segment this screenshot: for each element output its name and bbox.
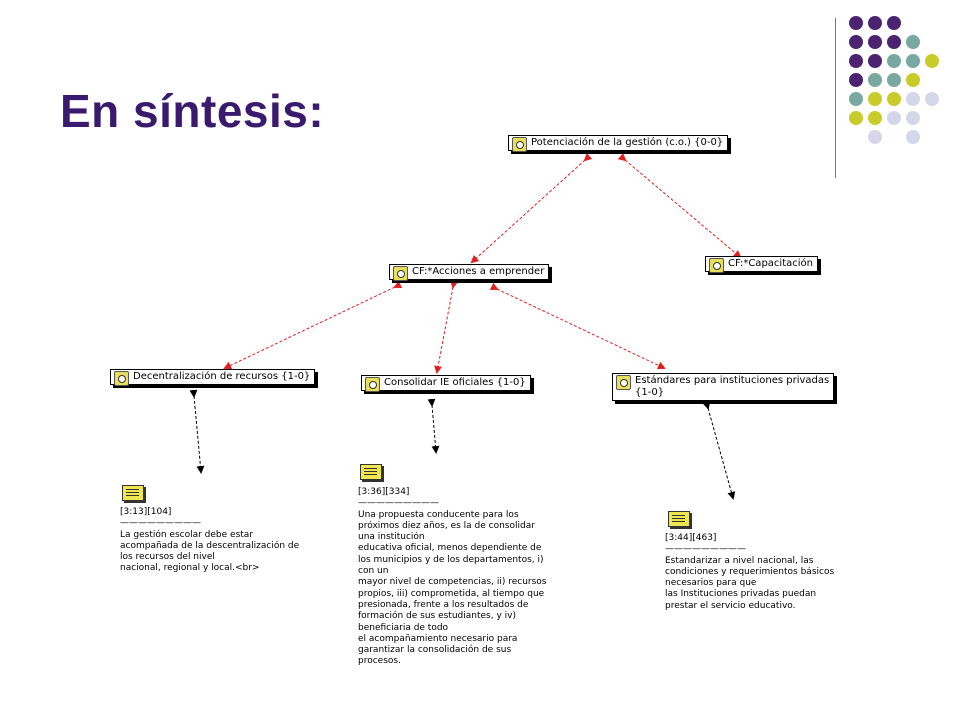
- code-icon: [512, 137, 527, 152]
- decorative-dot: [906, 54, 920, 68]
- decorative-dot: [906, 130, 920, 144]
- decorative-dot: [849, 35, 863, 49]
- decorative-dot: [868, 92, 882, 106]
- decorative-dot: [906, 73, 920, 87]
- node-acciones[interactable]: CF:*Acciones a emprender: [389, 264, 550, 281]
- node-label: Consolidar IE oficiales {1-0}: [384, 377, 526, 388]
- decorative-dot: [887, 73, 901, 87]
- page-title: En síntesis:: [60, 85, 325, 137]
- node-label: Decentralización de recursos {1-0}: [133, 371, 311, 382]
- memo-text-3: [3:44][463] ————————— Estandarizar a niv…: [665, 533, 835, 611]
- decorative-dot: [868, 73, 882, 87]
- node-label: CF:*Acciones a emprender: [412, 266, 545, 277]
- decorative-dot: [868, 111, 882, 125]
- decorative-dot: [887, 16, 901, 30]
- link-descentralizacion-memo1: [189, 389, 205, 474]
- decorative-dot: [887, 92, 901, 106]
- memo-icon[interactable]: [668, 511, 690, 527]
- decorative-dot: [906, 92, 920, 106]
- decorative-dot: [887, 54, 901, 68]
- node-label-line2: {1-0}: [635, 387, 665, 398]
- link-acciones-descentralizacion: [223, 280, 403, 370]
- link-estandares-memo3: [702, 401, 736, 500]
- decorative-dot: [849, 92, 863, 106]
- node-capacitacion[interactable]: CF:*Capacitación: [705, 256, 818, 273]
- link-consolidar-memo2: [427, 398, 440, 454]
- memo-icon[interactable]: [360, 464, 382, 480]
- decorative-dot: [849, 16, 863, 30]
- decorative-dot: [925, 54, 939, 68]
- node-label: Estándares para instituciones privadas: [635, 375, 830, 386]
- code-icon: [709, 258, 724, 273]
- decorative-dot: [868, 16, 882, 30]
- decorative-dot: [868, 54, 882, 68]
- decorative-dot: [849, 111, 863, 125]
- link-acciones-estandares: [489, 282, 666, 370]
- code-icon: [393, 266, 408, 281]
- decorative-dot: [887, 35, 901, 49]
- decorative-dot: [906, 35, 920, 49]
- memo-icon[interactable]: [122, 485, 144, 501]
- code-icon: [114, 371, 129, 386]
- node-estandares[interactable]: Estándares para instituciones privadas {…: [612, 373, 835, 401]
- decorative-dot: [849, 73, 863, 87]
- decorative-divider: [835, 18, 836, 178]
- code-icon: [365, 377, 380, 392]
- node-potenciacion[interactable]: Potenciación de la gestión (c.o.) {0-0}: [508, 135, 729, 152]
- node-label: CF:*Capacitación: [728, 258, 813, 269]
- decorative-dot: [887, 111, 901, 125]
- memo-text-2: [3:36][334] ————————— Una propuesta cond…: [358, 487, 547, 667]
- decorative-dot: [925, 92, 939, 106]
- node-consolidar[interactable]: Consolidar IE oficiales {1-0}: [361, 375, 531, 392]
- decorative-dot: [868, 35, 882, 49]
- link-potenciacion-capacitacion: [617, 153, 742, 259]
- decorative-dot: [849, 54, 863, 68]
- link-potenciacion-acciones: [470, 153, 593, 264]
- code-icon: [616, 375, 631, 390]
- memo-text-1: [3:13][104] ————————— La gestión escolar…: [120, 507, 300, 574]
- decorative-dot: [906, 111, 920, 125]
- decorative-dot: [868, 130, 882, 144]
- link-acciones-consolidar: [434, 280, 459, 374]
- node-label: Potenciación de la gestión (c.o.) {0-0}: [531, 137, 724, 148]
- node-descentralizacion[interactable]: Decentralización de recursos {1-0}: [110, 369, 316, 386]
